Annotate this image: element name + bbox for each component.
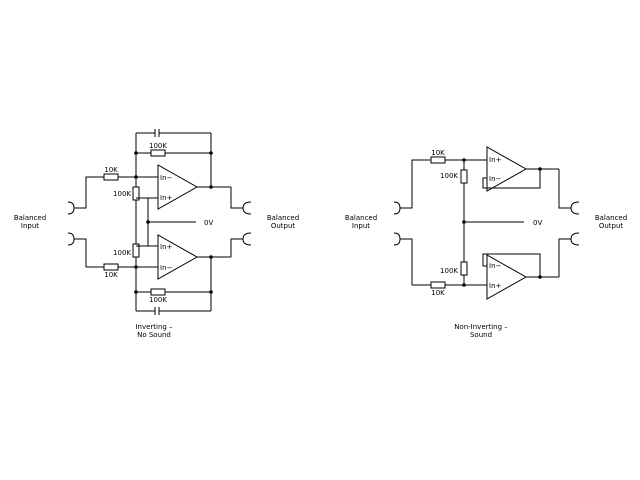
right-opamp-bottom-in2: In+ (489, 282, 502, 290)
right-input-label-line2: Input (352, 222, 370, 230)
right-output-label-line1: Balanced (595, 214, 627, 222)
right-input-jack-bottom (393, 232, 401, 246)
input-jack-top (67, 201, 75, 215)
right-opamp-bottom (486, 254, 528, 300)
output-jack-bottom (242, 232, 252, 246)
input-jack-bottom (67, 232, 75, 246)
right-caption-line1: Non-Inverting – (454, 323, 508, 331)
opamp-bottom (157, 234, 199, 280)
right-opamp-bottom-in1: In− (489, 262, 502, 270)
right-r-in-bottom-label: 10K (431, 289, 445, 297)
right-r-bias-top-label: 100K (440, 172, 458, 180)
left-opamp-top-in1: In− (160, 174, 173, 182)
right-caption-line2: Sound (470, 331, 492, 339)
right-r-bias-bottom-label: 100K (440, 267, 458, 275)
right-output-jack-bottom (570, 232, 580, 246)
left-r-fb-top-label: 100K (149, 142, 167, 150)
inverting-circuit: Balanced Input Balanced Output 0V 10K 10… (14, 129, 299, 339)
left-r-in-top-label: 10K (104, 166, 118, 174)
right-r-in-top-label: 10K (431, 149, 445, 157)
right-input-jack-top (393, 201, 401, 215)
left-input-label-line2: Input (21, 222, 39, 230)
left-output-label-line2: Output (271, 222, 296, 230)
left-r-bias-top-label: 100K (113, 190, 131, 198)
right-resistor-100k-bias-top (460, 169, 468, 184)
right-output-label-line2: Output (599, 222, 624, 230)
right-resistor-10k-top (430, 156, 446, 164)
right-opamp-top-in2: In− (489, 175, 502, 183)
output-jack-top (242, 201, 252, 215)
left-opamp-top-in2: In+ (160, 194, 173, 202)
non-inverting-circuit: Balanced Input Balanced Output 0V 10K 10… (345, 146, 627, 339)
right-output-jack-top (570, 201, 580, 215)
left-opamp-bottom-in2: In− (160, 264, 173, 272)
opamp-top (157, 164, 199, 210)
left-r-fb-bottom-label: 100K (149, 296, 167, 304)
left-output-label-line1: Balanced (267, 214, 299, 222)
resistor-100k-feedback-top (150, 149, 166, 157)
left-r-in-bottom-label: 10K (104, 271, 118, 279)
right-opamp-top-in1: In+ (489, 156, 502, 164)
right-input-label-line1: Balanced (345, 214, 377, 222)
right-resistor-100k-bias-bottom (460, 261, 468, 276)
left-r-bias-bottom-label: 100K (113, 249, 131, 257)
left-opamp-bottom-in1: In+ (160, 243, 173, 251)
left-caption-line1: Inverting – (135, 323, 173, 331)
right-ground-label: 0V (533, 219, 542, 227)
resistor-100k-feedback-bottom (150, 288, 166, 296)
resistor-10k-top (103, 173, 119, 181)
left-ground-label: 0V (204, 219, 213, 227)
right-resistor-10k-bottom (430, 281, 446, 289)
left-caption-line2: No Sound (137, 331, 171, 339)
resistor-10k-bottom (103, 263, 119, 271)
right-opamp-top (486, 146, 528, 192)
left-input-label-line1: Balanced (14, 214, 46, 222)
